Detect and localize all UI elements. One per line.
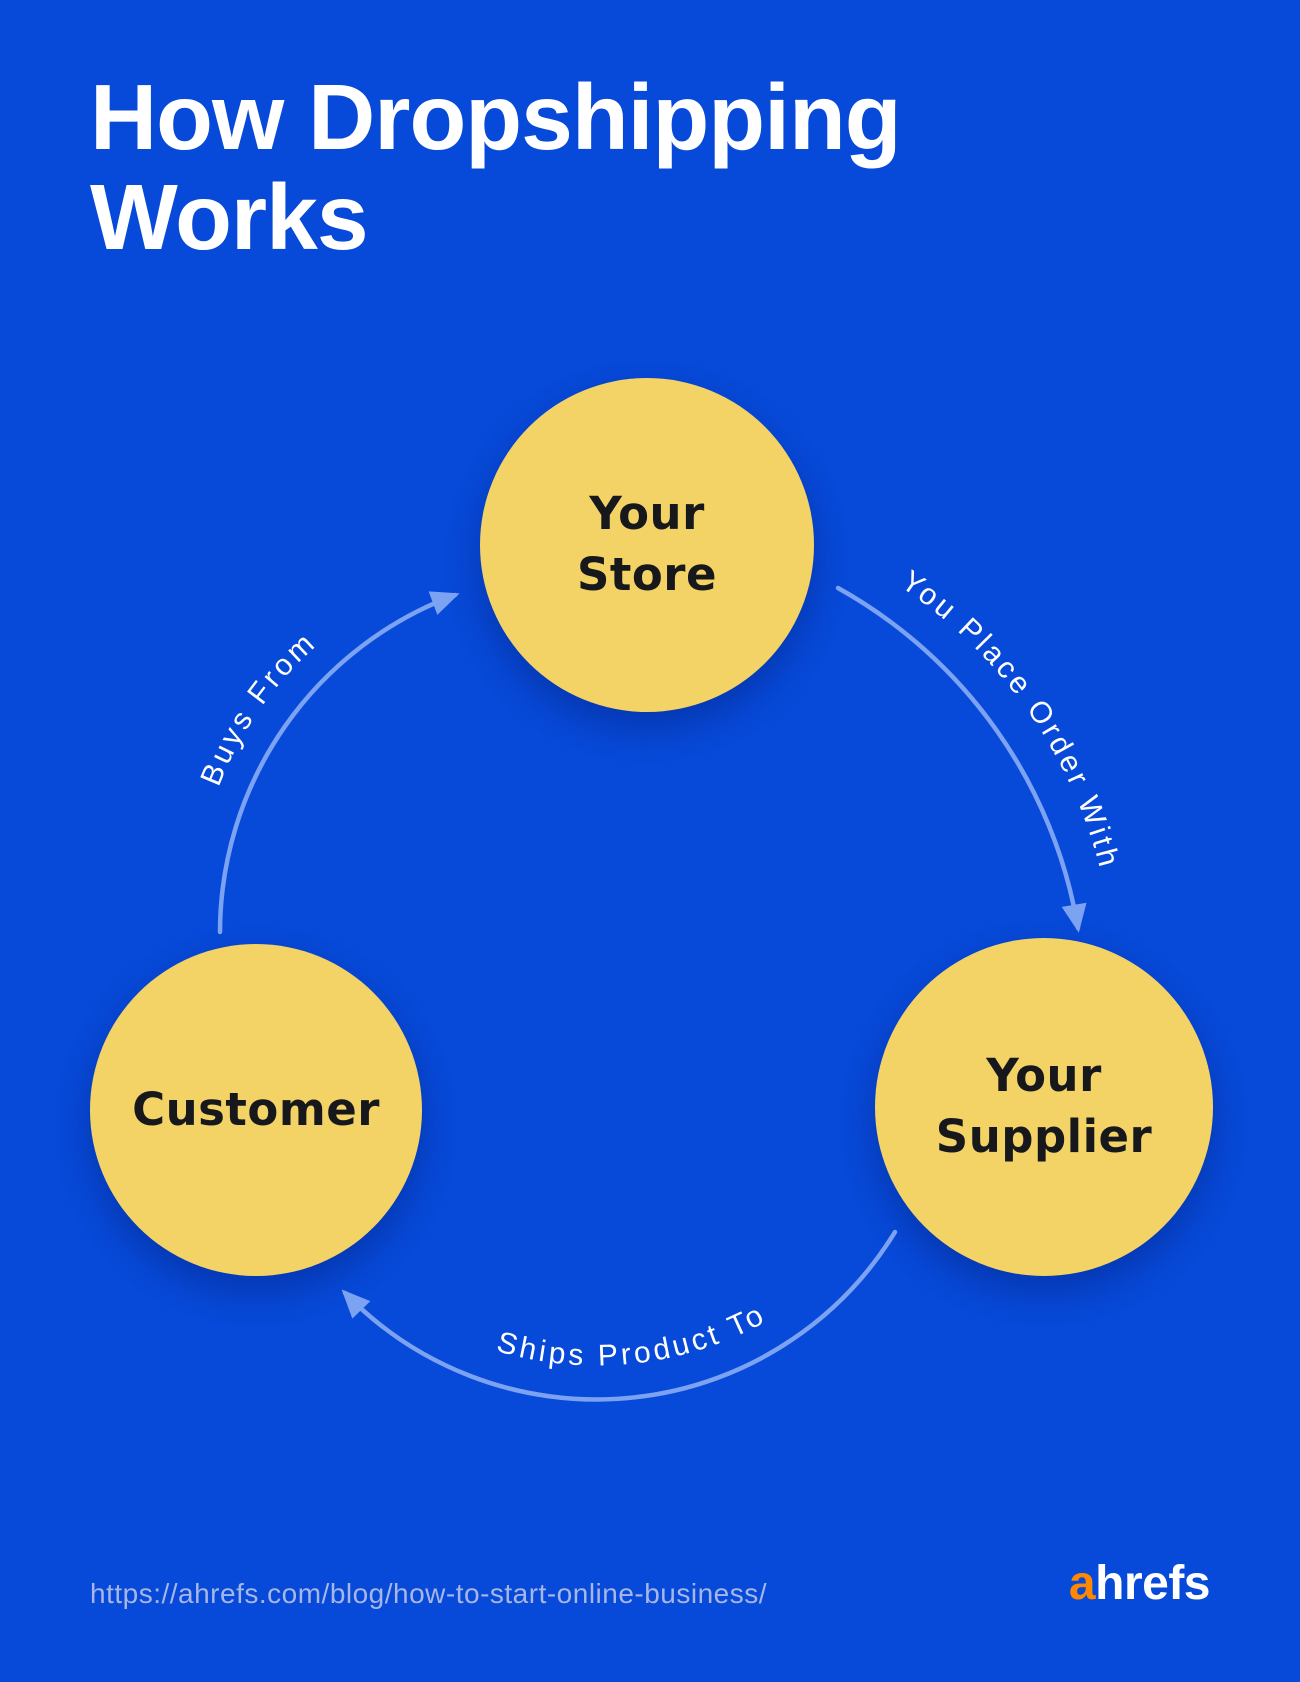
node-your-store: Your Store bbox=[480, 378, 814, 712]
logo-letter-a: a bbox=[1068, 1557, 1096, 1610]
ahrefs-logo: ahrefs bbox=[1068, 1556, 1211, 1611]
edge-arrow-buys-from bbox=[217, 591, 460, 935]
node-label: Your Supplier bbox=[935, 1049, 1153, 1163]
node-label: Customer bbox=[132, 1082, 380, 1136]
logo-letters-hrefs: hrefs bbox=[1095, 1557, 1210, 1610]
node-your-supplier: Your Supplier bbox=[875, 938, 1213, 1276]
source-url: https://ahrefs.com/blog/how-to-start-onl… bbox=[90, 1578, 768, 1609]
node-customer: Customer bbox=[90, 944, 422, 1276]
page-title: How Dropshipping Works bbox=[90, 65, 902, 269]
edge-label-buys-from: Buys From bbox=[194, 625, 323, 790]
edge-label-you-place-order-with: You Place Order With bbox=[895, 564, 1126, 873]
edge-label-ships-product-to: Ships Product To bbox=[493, 1297, 771, 1372]
node-label: Your Store bbox=[576, 487, 718, 601]
edge-arrow-you-place-order-with bbox=[835, 585, 1087, 933]
edge-arrow-ships-product-to bbox=[341, 1229, 898, 1402]
